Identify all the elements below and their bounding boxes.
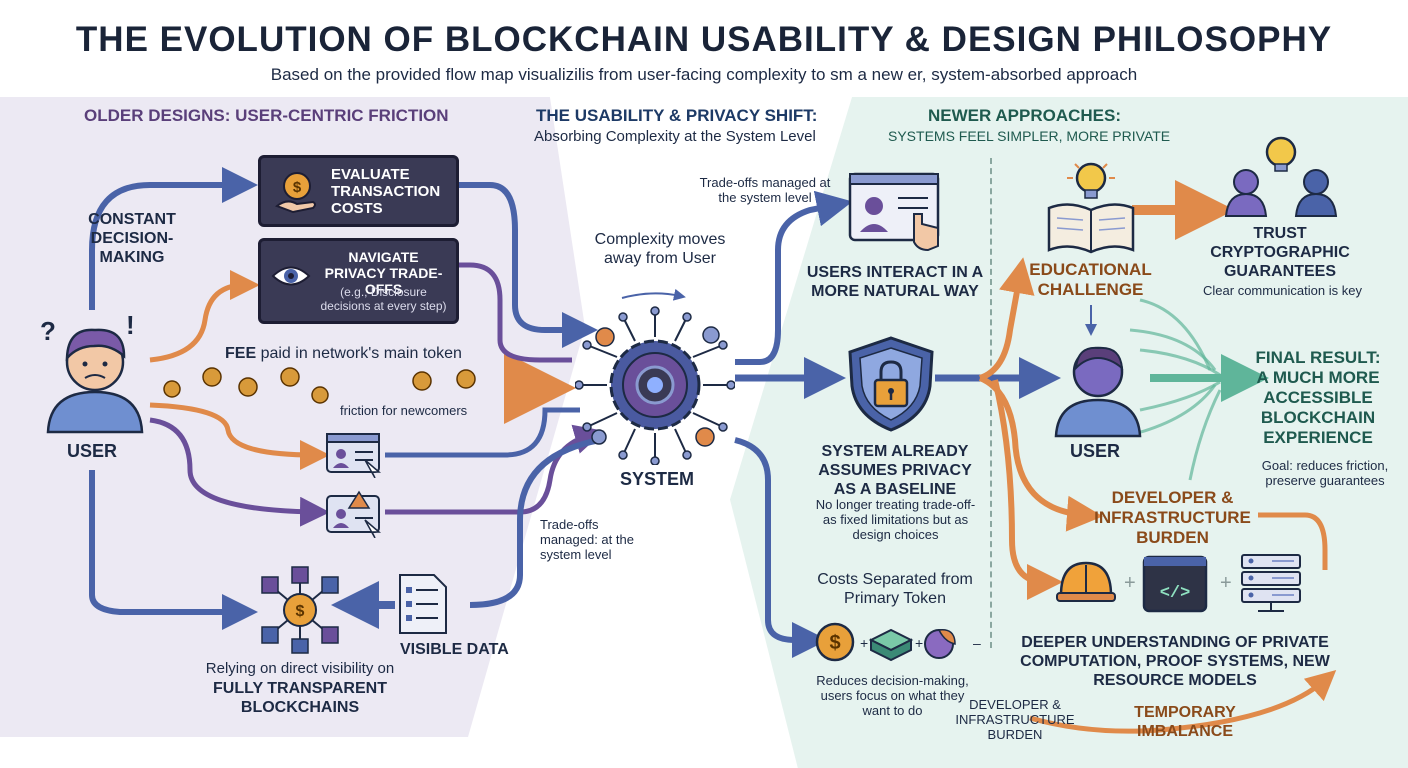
section-divider xyxy=(990,158,992,648)
token-plus-1: + xyxy=(860,635,868,651)
frustrated-user-icon: ? ! xyxy=(40,310,144,434)
user-label-right: USER xyxy=(1070,441,1121,461)
token-minus: – xyxy=(973,635,981,651)
svg-text:!: ! xyxy=(126,310,135,340)
friction-label: friction for newcomers xyxy=(340,403,468,418)
document-icon xyxy=(399,574,447,634)
primary-token-symbol: $ xyxy=(829,632,840,654)
server-rack-icon xyxy=(1241,554,1301,612)
page-title: THE EVOLUTION OF BLOCKCHAIN USABILITY & … xyxy=(75,20,1333,59)
arrow-complexity xyxy=(621,288,686,301)
older-designs-header: OLDER DESIGNS: USER-CENTRIC FRICTION xyxy=(84,106,449,125)
navigate-privacy-box: NAVIGATE PRIVACY TRADE-OFFS (e.g., Discl… xyxy=(258,238,459,324)
visible-data-label: VISIBLE DATA xyxy=(400,641,509,658)
navigate-privacy-note: (e.g., Disclosure decisions at every ste… xyxy=(320,285,447,313)
coin-symbol: $ xyxy=(293,179,302,196)
developer-burden-small-label: DEVELOPER & INFRASTRUCTURE BURDEN xyxy=(955,697,1075,742)
svg-text:?: ? xyxy=(40,316,56,346)
trust-guarantees-label: TRUST CRYPTOGRAPHIC GUARANTEES xyxy=(1210,225,1350,280)
separated-tokens-icon: $ + + – xyxy=(815,622,981,662)
navigate-privacy-label: NAVIGATE PRIVACY TRADE-OFFS xyxy=(324,249,443,297)
user-form-icon xyxy=(326,433,382,478)
system-gear-icon xyxy=(575,306,735,465)
plus-1: + xyxy=(1124,572,1136,594)
calm-user-icon xyxy=(1054,346,1142,438)
warning-form-icon xyxy=(326,490,382,538)
arrow-user-to-cluster xyxy=(89,470,258,630)
educational-challenge-label: EDUCATIONAL CHALLENGE xyxy=(1029,260,1152,299)
fee-word: FEE xyxy=(225,345,257,362)
shift-subheader: Absorbing Complexity at the System Level xyxy=(534,128,816,145)
user-label-left: USER xyxy=(67,441,118,461)
trusted-people-icon xyxy=(1224,136,1338,217)
eye-icon xyxy=(271,266,311,286)
book-lightbulb-icon xyxy=(1047,162,1135,254)
arrow-to-education xyxy=(978,257,1035,381)
arrow-form2-to-system xyxy=(385,424,605,515)
temporary-imbalance-label: TEMPORARY IMBALANCE xyxy=(1134,704,1236,740)
plus-2: + xyxy=(1220,572,1232,594)
blockchain-network-icon: $ xyxy=(261,566,339,654)
arrow-system-to-costs xyxy=(734,437,828,658)
constant-decision-label: CONSTANT DECISION-MAKING xyxy=(88,211,176,266)
arrow-temporary xyxy=(1029,670,1337,734)
fee-text: paid in network's main token xyxy=(256,345,462,362)
newer-approaches-header: NEWER APPROACHES: xyxy=(928,106,1121,125)
deeper-understanding-label: DEEPER UNDERSTANDING OF PRIVATE COMPUTAT… xyxy=(1020,634,1330,689)
developer-burden-label: DEVELOPER & INFRASTRUCTURE BURDEN xyxy=(1094,488,1251,547)
shift-header: THE USABILITY & PRIVACY SHIFT: xyxy=(536,106,818,125)
tradeoffs-managed-left: Trade-offs managed: at the system level xyxy=(540,517,634,562)
coin-hand-icon: $ xyxy=(275,172,316,214)
newer-approaches-subheader: SYSTEMS FEEL SIMPLER, MORE PRIVATE xyxy=(888,128,1171,144)
clear-communication-label: Clear communication is key xyxy=(1203,283,1362,298)
arrow-system-to-interact xyxy=(735,190,853,365)
tradeoffs-managed-top: Trade-offs managed at the system level xyxy=(699,175,831,205)
code-symbol: </> xyxy=(1160,584,1191,603)
relying-label: Relying on direct visibility on xyxy=(205,660,395,677)
transparent-blockchains-label: FULLY TRANSPARENT BLOCKCHAINS xyxy=(213,680,387,716)
evaluate-costs-label: EVALUATE TRANSACTION COSTS xyxy=(331,166,441,217)
arrow-form1-to-system xyxy=(385,407,580,458)
hardhat-icon xyxy=(1056,561,1116,602)
goal-label: Goal: reduces friction, preserve guarant… xyxy=(1261,458,1389,488)
costs-separated-label: Costs Separated from Primary Token xyxy=(817,571,973,607)
fee-label: FEE paid in network's main token xyxy=(225,345,462,363)
arrow-user-to-privacy xyxy=(149,270,260,363)
interact-naturally-label: USERS INTERACT IN A MORE NATURAL WAY xyxy=(806,264,984,300)
arrow-user-to-costs xyxy=(89,167,258,310)
arrow-costs-to-system xyxy=(458,182,598,348)
interface-click-icon xyxy=(848,172,940,252)
arrow-user-to-form1 xyxy=(149,402,330,470)
cluster-coin-symbol: $ xyxy=(296,603,305,620)
page-subtitle: Based on the provided flow map visualizi… xyxy=(270,65,1138,84)
reduces-decision-label: Reduces decision-making, users focus on … xyxy=(816,673,969,718)
arrow-to-tools xyxy=(992,379,1063,600)
privacy-shield-icon xyxy=(848,336,934,432)
evaluate-costs-box: $ EVALUATE TRANSACTION COSTS xyxy=(258,155,459,227)
code-window-icon: </> xyxy=(1142,555,1208,613)
privacy-baseline-note: No longer treating trade-off- as fixed l… xyxy=(815,497,976,542)
token-coins xyxy=(163,367,476,404)
arrow-user-to-form2 xyxy=(149,417,330,527)
system-label: SYSTEM xyxy=(620,469,695,489)
final-result-label: FINAL RESULT: A MUCH MORE ACCESSIBLE BLO… xyxy=(1255,348,1381,447)
token-plus-2: + xyxy=(915,635,923,651)
complexity-label: Complexity moves away from User xyxy=(594,231,726,267)
privacy-baseline-label: SYSTEM ALREADY ASSUMES PRIVACY AS A BASE… xyxy=(818,443,972,498)
arrow-privacy-to-system xyxy=(458,262,572,363)
arrow-dev-loop xyxy=(1258,512,1328,570)
arrow-system-to-visible xyxy=(469,437,601,608)
